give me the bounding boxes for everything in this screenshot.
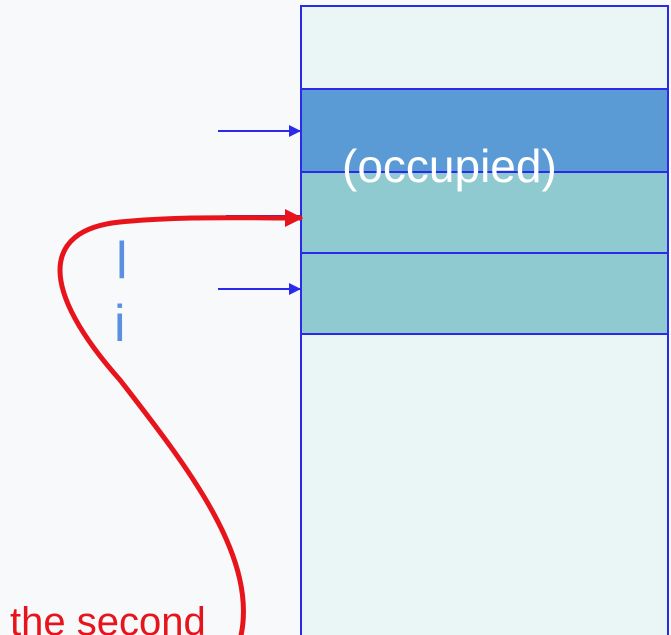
bottom-caption: the second [10,600,206,635]
occupied-label: (occupied) [342,140,557,192]
occupied-slot [300,88,669,173]
probe-slot-2 [300,252,669,335]
variable-label-i: i [114,295,126,353]
probe-curve-arrow [57,208,303,635]
variable-label-l: l [116,232,128,290]
